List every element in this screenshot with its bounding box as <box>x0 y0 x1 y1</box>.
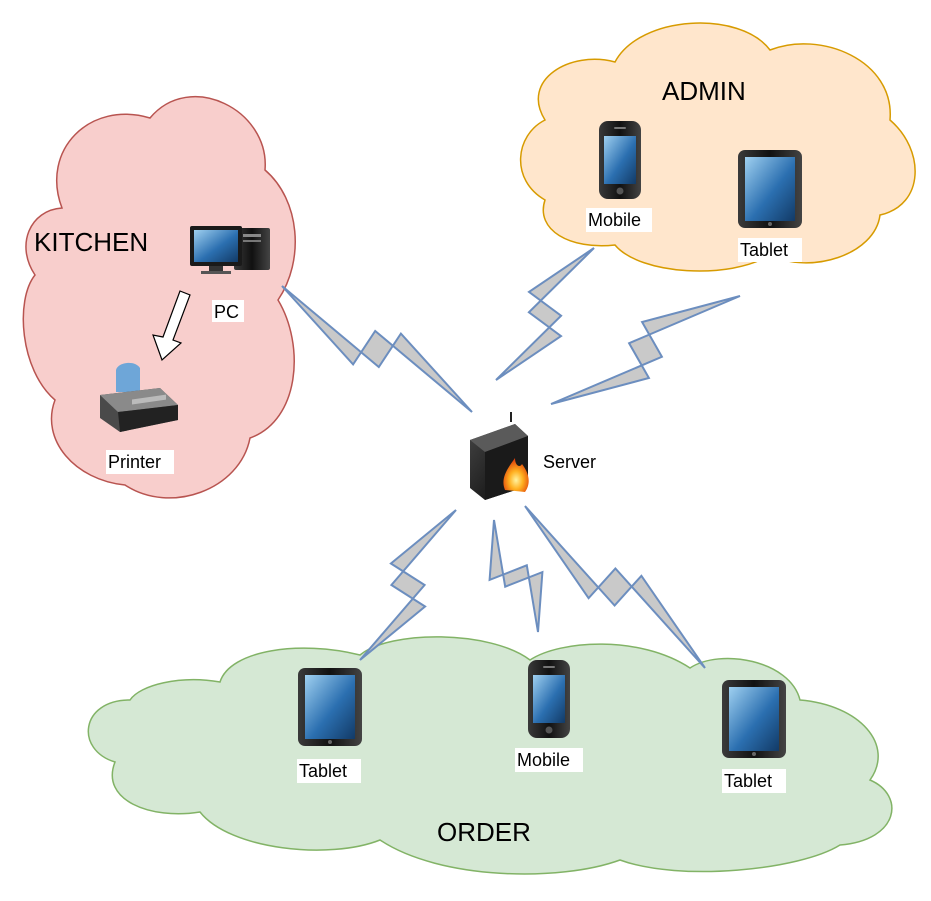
wireless-links <box>281 247 741 669</box>
order-tablet-2-label-bg <box>722 769 786 793</box>
kitchen-zone-cloud <box>22 96 296 499</box>
admin-mobile-label-bg <box>586 208 652 232</box>
printer-icon[interactable] <box>100 362 178 432</box>
pc-label: PC <box>214 302 239 322</box>
wireless-link-order-tablet-1 <box>359 509 457 661</box>
wireless-link-order-mobile <box>488 519 544 633</box>
desktop-pc-icon[interactable] <box>190 226 270 274</box>
kitchen-zone-label: KITCHEN <box>34 227 148 257</box>
server-label: Server <box>543 452 596 472</box>
tablet-icon[interactable] <box>298 668 362 746</box>
wireless-link-kitchen-pc <box>281 285 473 413</box>
mobile-phone-icon[interactable] <box>599 121 641 199</box>
wireless-link-admin-mobile <box>495 247 595 381</box>
order-tablet-1-label-bg <box>297 759 361 783</box>
pc-label-bg <box>212 300 244 322</box>
admin-zone-cloud <box>519 22 916 272</box>
tablet-icon[interactable] <box>722 680 786 758</box>
tablet-icon[interactable] <box>738 150 802 228</box>
admin-tablet-label: Tablet <box>740 240 788 260</box>
admin-zone-label: ADMIN <box>662 76 746 106</box>
order-zone-cloud <box>87 636 893 875</box>
pc-to-printer-arrow <box>152 290 191 362</box>
printer-label: Printer <box>108 452 161 472</box>
order-tablet-1-label: Tablet <box>299 761 347 781</box>
order-tablet-2-label: Tablet <box>724 771 772 791</box>
firewall-server-icon[interactable] <box>470 412 529 500</box>
order-mobile-label-bg <box>515 748 583 772</box>
order-zone-label: ORDER <box>437 817 531 847</box>
mobile-phone-icon[interactable] <box>528 660 570 738</box>
order-mobile-label: Mobile <box>517 750 570 770</box>
wireless-link-admin-tablet <box>550 295 741 405</box>
admin-mobile-label: Mobile <box>588 210 641 230</box>
wireless-link-order-tablet-2 <box>524 505 706 669</box>
admin-tablet-label-bg <box>738 238 802 262</box>
printer-label-bg <box>106 450 174 474</box>
